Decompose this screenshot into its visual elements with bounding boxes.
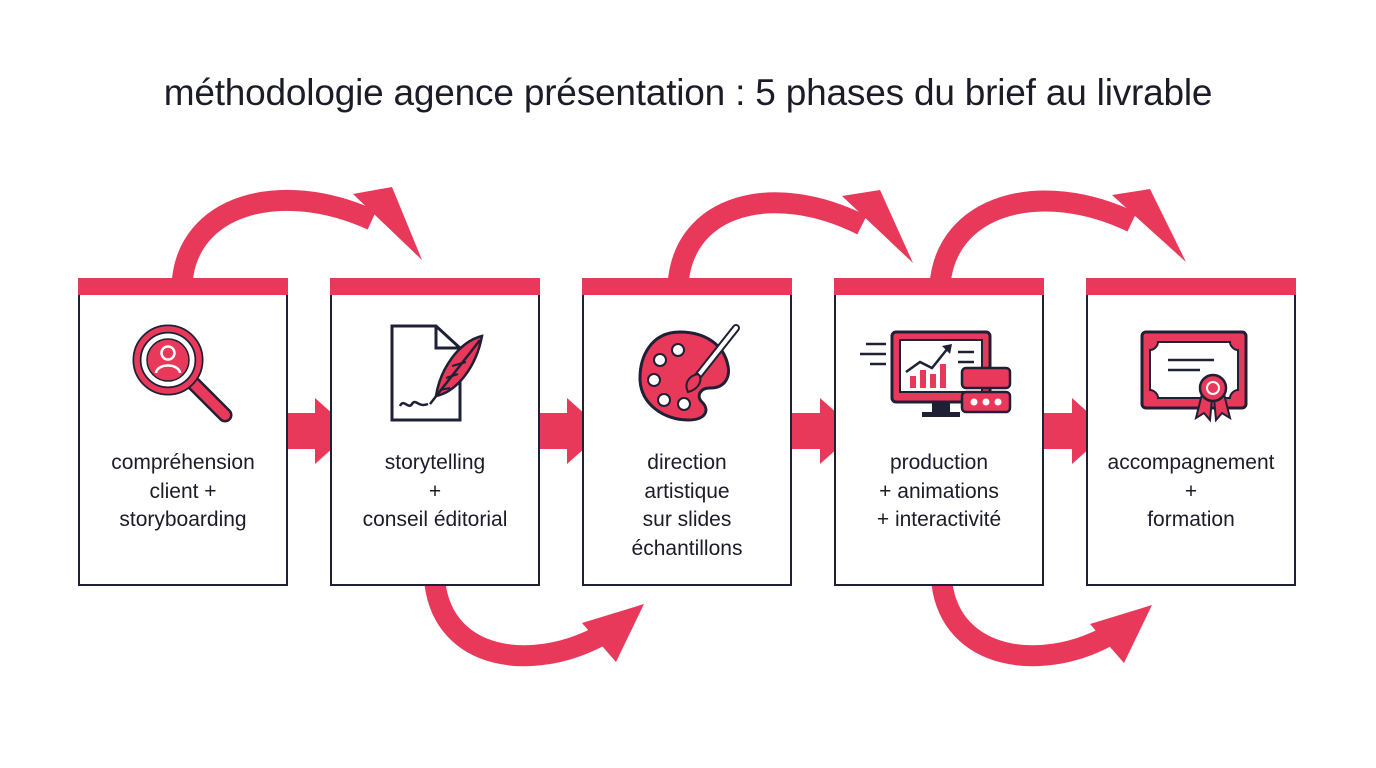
straight-arrow-1-2 [287, 398, 352, 464]
phase-card-4: production + animations + interactivité [834, 278, 1044, 586]
magnifier-user-icon [132, 324, 233, 423]
curved-arrow-top-2 [667, 192, 867, 287]
phase-label: production + animations + interactivité [830, 449, 1048, 535]
phase-bar [330, 278, 540, 295]
phase-label-line: compréhension [111, 451, 255, 474]
phase-bar [1086, 278, 1296, 295]
phase-label-line: storyboarding [119, 508, 247, 531]
phase-label: accompagnement + formation [1082, 449, 1300, 535]
phase-bar [78, 278, 288, 295]
curved-arrow-top-3 [929, 190, 1137, 287]
straight-arrow-4-5 [1044, 398, 1109, 464]
arrowhead-top-2 [842, 190, 913, 263]
phase-bar [834, 278, 1044, 295]
phase-label-line: + [428, 479, 442, 503]
phase-label-line: production [889, 451, 989, 474]
straight-arrow-2-3 [539, 398, 604, 464]
phase-label-line: sur slides [642, 508, 732, 531]
phase-label-line: échantillons [631, 536, 743, 560]
phase-label-line: + interactivité [876, 508, 1002, 531]
arrowhead-top-3 [1112, 189, 1186, 262]
phase-label-line: storytelling [384, 451, 486, 474]
phase-label: storytelling + conseil éditorial [326, 449, 544, 535]
arrowhead-bottom-2 [1090, 605, 1152, 663]
arrowhead-bottom-1 [582, 604, 644, 662]
phase-label-line: accompagnement [1107, 451, 1275, 474]
page-title: méthodologie agence présentation : 5 pha… [163, 72, 1213, 113]
arrowhead-top-1 [353, 187, 422, 260]
phase-label-line: client + [149, 479, 217, 503]
straight-arrow-3-4 [792, 398, 857, 464]
phase-label-line: conseil éditorial [362, 508, 508, 531]
phase-card-2: storytelling + conseil éditorial [330, 278, 540, 586]
curved-arrow-bottom-1 [424, 582, 603, 667]
phase-label-line: + animations [879, 479, 999, 503]
phase-label-line: artistique [644, 479, 730, 503]
phase-card-1: compréhension client + storyboarding [78, 278, 288, 586]
phase-label: compréhension client + storyboarding [74, 449, 292, 535]
phase-label-line: formation [1147, 508, 1235, 531]
phase-label-line: + [1184, 479, 1198, 503]
monitor-chart-icon [860, 330, 1012, 417]
curved-arrow-bottom-2 [931, 582, 1111, 667]
palette-brush-icon [638, 324, 740, 422]
phase-label: direction artistique sur slides échantil… [578, 449, 796, 563]
phase-card-5: accompagnement + formation [1086, 278, 1296, 586]
phase-card-3: direction artistique sur slides échantil… [582, 278, 792, 586]
phase-label-line: direction [647, 451, 727, 474]
curved-arrow-top-1 [171, 189, 377, 287]
certificate-icon [1140, 330, 1248, 423]
document-quill-icon [390, 324, 484, 422]
phase-bar [582, 278, 792, 295]
